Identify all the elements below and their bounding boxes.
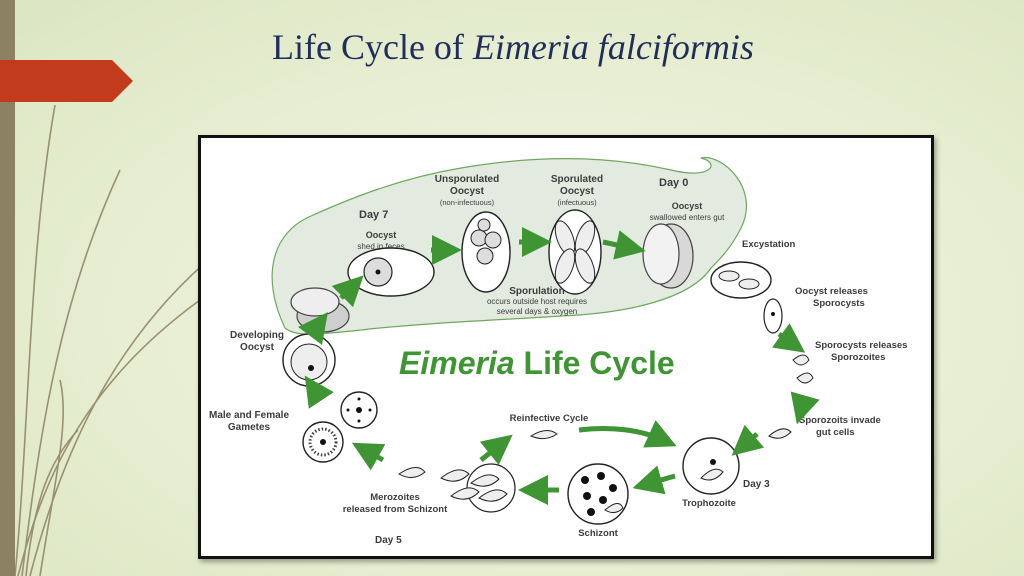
label-sporulated: Sporulated bbox=[551, 174, 603, 185]
female-gamete-icon bbox=[302, 421, 344, 463]
label-sporulation: Sporulation bbox=[509, 286, 565, 297]
arrow-reinfective-to-trophozoite bbox=[578, 420, 677, 448]
arrow-trophozoite-to-schizont bbox=[632, 465, 676, 495]
arrow-invade-to-trophozoite bbox=[731, 424, 765, 456]
arrow-to-sporozoites bbox=[790, 391, 820, 425]
sporozoite-icon bbox=[792, 354, 814, 384]
label-schizont: Schizont bbox=[578, 528, 618, 539]
life-cycle-figure: Eimeria Life Cycle Day 7 Oocyst shed in … bbox=[198, 135, 934, 559]
sporulated-oocyst-icon bbox=[548, 209, 602, 295]
decorative-grass-lines bbox=[14, 104, 221, 576]
arrow-cylinder-to-shed bbox=[331, 275, 364, 308]
label-shed-note: shed in feces bbox=[357, 242, 404, 251]
label-releases-sporozoites-2: Sporozoites bbox=[831, 352, 885, 363]
developing-oocyst-icon bbox=[282, 333, 336, 387]
excystation-icon bbox=[710, 261, 772, 299]
center-title: Eimeria Life Cycle bbox=[399, 345, 675, 381]
label-unsporulated-oocyst: Oocyst bbox=[450, 186, 485, 197]
arrow-sporulated-to-gut bbox=[602, 230, 646, 260]
cycle-arrows bbox=[298, 227, 820, 505]
arrow-merozoites-to-reinfective bbox=[479, 434, 513, 466]
label-unsporulated: Unsporulated bbox=[435, 174, 499, 185]
label-invade-2: gut cells bbox=[816, 427, 855, 438]
label-oocyst-swallowed: Oocyst bbox=[672, 201, 703, 211]
shed-oocyst-icon bbox=[347, 247, 435, 297]
red-arrow-tab bbox=[0, 60, 133, 102]
arrow-gametes-to-developing bbox=[304, 375, 334, 409]
label-sporulation-note-2: several days & oxygen bbox=[497, 307, 578, 316]
sporocyst-icon bbox=[763, 298, 783, 334]
label-day0: Day 0 bbox=[659, 177, 688, 189]
life-cycle-diagram: Eimeria Life Cycle Day 7 Oocyst shed in … bbox=[209, 157, 907, 546]
label-invade-1: Sporozoits invade bbox=[799, 415, 881, 426]
trophozoite-icon bbox=[682, 437, 740, 495]
label-reinfective: Reinfective Cycle bbox=[510, 413, 589, 424]
label-day3: Day 3 bbox=[743, 479, 770, 490]
label-sporulated-oocyst: Oocyst bbox=[560, 186, 595, 197]
arrow-to-sporocysts bbox=[772, 323, 806, 353]
arrow-merozoites-to-gametes bbox=[351, 442, 386, 471]
reinfective-merozoite-icon bbox=[529, 430, 558, 440]
label-developing-1: Developing bbox=[230, 330, 284, 341]
label-merozoites-2: released from Schizont bbox=[343, 504, 448, 515]
label-swallowed-note: swallowed enters gut bbox=[650, 213, 725, 222]
invading-sporozoite-icon bbox=[768, 428, 792, 439]
label-unsporulated-note: (non-infectuous) bbox=[440, 198, 495, 207]
title-prefix: Life Cycle of bbox=[272, 27, 473, 67]
label-day7: Day 7 bbox=[359, 209, 388, 221]
center-title-bold: Eimeria bbox=[399, 345, 515, 381]
label-gametes-1: Male and Female bbox=[209, 410, 289, 421]
label-sporulation-note-1: occurs outside host requires bbox=[487, 297, 587, 306]
merozoites-icon bbox=[398, 463, 516, 513]
label-sporulated-note: (infectuous) bbox=[557, 198, 597, 207]
gut-entry-icon bbox=[642, 223, 694, 289]
arrow-developing-to-cylinder bbox=[298, 312, 328, 345]
title-species: Eimeria falciformis bbox=[472, 27, 754, 67]
schizont-icon bbox=[567, 463, 629, 525]
slide-title: Life Cycle of Eimeria falciformis bbox=[272, 26, 754, 68]
unsporulated-oocyst-icon bbox=[461, 211, 511, 293]
label-day5: Day 5 bbox=[375, 535, 402, 546]
center-title-rest: Life Cycle bbox=[515, 345, 675, 381]
label-oocyst-shed: Oocyst bbox=[366, 230, 397, 240]
male-gamete-icon bbox=[340, 391, 378, 429]
label-trophozoite: Trophozoite bbox=[682, 498, 736, 509]
label-developing-2: Oocyst bbox=[240, 342, 275, 353]
label-gametes-2: Gametes bbox=[228, 422, 271, 433]
label-releases-sporocysts-2: Sporocysts bbox=[813, 298, 865, 309]
label-excystation: Excystation bbox=[742, 239, 796, 250]
label-merozoites-1: Merozoites bbox=[370, 492, 420, 503]
label-releases-sporozoites-1: Sporocysts releases bbox=[815, 340, 907, 351]
label-releases-sporocysts-1: Oocyst releases bbox=[795, 286, 868, 297]
left-accent-bar bbox=[0, 0, 15, 576]
